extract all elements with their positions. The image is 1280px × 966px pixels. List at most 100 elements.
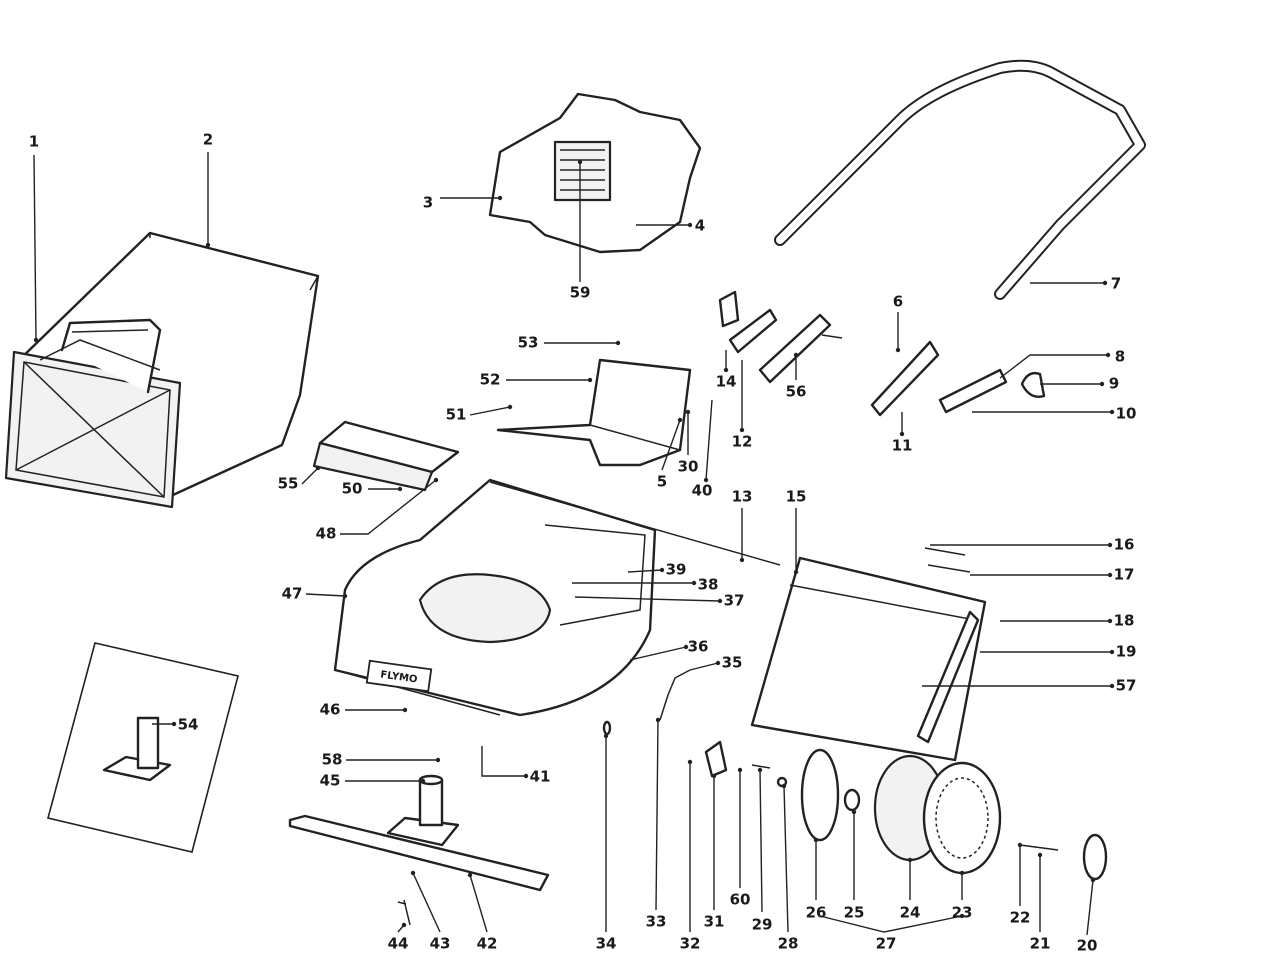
part-label-17: 17 xyxy=(1114,566,1135,584)
leader-line-47 xyxy=(305,593,346,597)
part-label-38: 38 xyxy=(698,576,719,594)
leader-lines xyxy=(33,152,1115,936)
part-label-24: 24 xyxy=(900,904,921,922)
part-label-29: 29 xyxy=(752,916,773,934)
leader-dot-19 xyxy=(1109,649,1115,655)
leader-dot-54 xyxy=(171,721,177,727)
part-label-40: 40 xyxy=(692,482,713,500)
leader-dot-39 xyxy=(659,567,665,573)
rear-flap xyxy=(496,358,692,467)
leader-dot-47 xyxy=(342,593,348,599)
part-label-30: 30 xyxy=(678,458,699,476)
part-label-25: 25 xyxy=(844,904,865,922)
leader-line-43 xyxy=(412,872,441,933)
leader-dot-15 xyxy=(793,569,799,575)
leader-dot-43 xyxy=(410,870,416,876)
leader-dot-29 xyxy=(757,767,763,773)
leader-line-51 xyxy=(469,406,511,416)
part-label-22: 22 xyxy=(1010,909,1031,927)
leader-line-55 xyxy=(301,467,319,485)
handle xyxy=(774,59,1146,300)
part-label-42: 42 xyxy=(477,935,498,953)
springs xyxy=(924,547,971,573)
part-label-13: 13 xyxy=(732,488,753,506)
leader-line-27 xyxy=(819,915,963,933)
part-label-32: 32 xyxy=(680,935,701,953)
leader-dot-4 xyxy=(687,222,693,228)
leader-dot-40 xyxy=(703,477,709,483)
deflector xyxy=(312,420,460,492)
part-label-9: 9 xyxy=(1109,375,1119,393)
leader-dot-26 xyxy=(813,837,819,843)
part-label-57: 57 xyxy=(1116,677,1137,695)
leader-dot-2 xyxy=(205,242,211,248)
part-label-34: 34 xyxy=(596,935,617,953)
part-label-37: 37 xyxy=(724,592,745,610)
leader-dot-16 xyxy=(1107,542,1113,548)
part-label-47: 47 xyxy=(282,585,303,603)
leader-line-29 xyxy=(759,769,763,913)
part-label-2: 2 xyxy=(203,131,213,149)
leader-line-41 xyxy=(481,746,526,777)
leader-dot-28 xyxy=(781,783,787,789)
part-label-18: 18 xyxy=(1114,612,1135,630)
part-label-60: 60 xyxy=(730,891,751,909)
part-label-44: 44 xyxy=(388,935,409,953)
wheel-assembly xyxy=(800,748,1108,881)
leader-dot-13 xyxy=(739,557,745,563)
leader-dot-24 xyxy=(907,857,913,863)
leader-dot-53 xyxy=(615,340,621,346)
leader-dot-5 xyxy=(677,417,683,423)
leader-line-37 xyxy=(574,596,721,602)
leader-line-36 xyxy=(629,646,687,661)
leader-dot-8 xyxy=(1105,352,1111,358)
leader-dot-41 xyxy=(523,773,529,779)
leader-line-20 xyxy=(1086,879,1094,936)
part-label-4: 4 xyxy=(695,217,705,235)
part-label-1: 1 xyxy=(29,133,39,151)
part-label-43: 43 xyxy=(430,935,451,953)
part-label-36: 36 xyxy=(688,638,709,656)
leader-dot-34 xyxy=(603,733,609,739)
part-label-56: 56 xyxy=(786,383,807,401)
leader-dot-31 xyxy=(711,773,717,779)
leader-dot-25 xyxy=(851,809,857,815)
rear-guard xyxy=(750,556,987,762)
leader-dot-50 xyxy=(397,486,403,492)
leader-dot-9 xyxy=(1099,381,1105,387)
leader-dot-35 xyxy=(715,660,721,666)
mower-deck: FLYMO xyxy=(333,478,657,717)
leader-dot-48 xyxy=(433,477,439,483)
leader-dot-20 xyxy=(1090,877,1096,883)
leader-dot-6 xyxy=(895,347,901,353)
leader-dot-42 xyxy=(467,872,473,878)
part-label-31: 31 xyxy=(704,913,725,931)
leader-line-8 xyxy=(999,354,1108,379)
inset-detail xyxy=(47,642,239,853)
leader-dot-37 xyxy=(717,598,723,604)
blade-assembly xyxy=(288,774,550,926)
leader-dot-58 xyxy=(435,757,441,763)
part-label-59: 59 xyxy=(570,284,591,302)
leader-dot-1 xyxy=(33,337,39,343)
leader-dot-46 xyxy=(402,707,408,713)
leader-dot-14 xyxy=(723,367,729,373)
leader-line-48 xyxy=(340,479,437,535)
leader-dot-36 xyxy=(683,644,689,650)
leader-dot-27 xyxy=(959,913,965,919)
leader-dot-55 xyxy=(315,465,321,471)
part-label-7: 7 xyxy=(1111,275,1121,293)
leader-dot-3 xyxy=(497,195,503,201)
leader-dot-38 xyxy=(691,580,697,586)
leader-dot-18 xyxy=(1107,618,1113,624)
leader-dot-21 xyxy=(1037,852,1043,858)
leader-dot-17 xyxy=(1107,572,1113,578)
leader-dot-11 xyxy=(899,431,905,437)
part-label-21: 21 xyxy=(1030,935,1051,953)
small-parts xyxy=(602,669,788,788)
leader-line-35 xyxy=(689,662,719,671)
leader-dot-30 xyxy=(685,409,691,415)
part-label-54: 54 xyxy=(178,716,199,734)
